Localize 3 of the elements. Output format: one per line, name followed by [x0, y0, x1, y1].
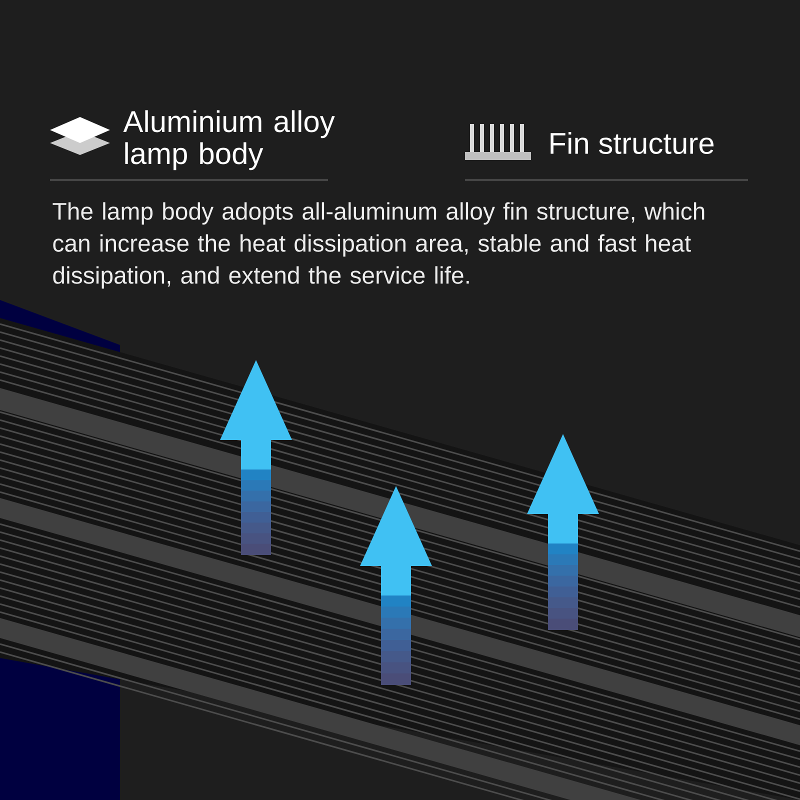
- heading: Fin structure: [550, 132, 714, 154]
- description: The lamp body adopts all-aluminum alloy fin structure, which can increase the heat dissipation area, stable and fast heat dissipation, and extend the service life.: [52, 202, 704, 289]
- heading: Aluminium alloy lamp body: [123, 110, 335, 170]
